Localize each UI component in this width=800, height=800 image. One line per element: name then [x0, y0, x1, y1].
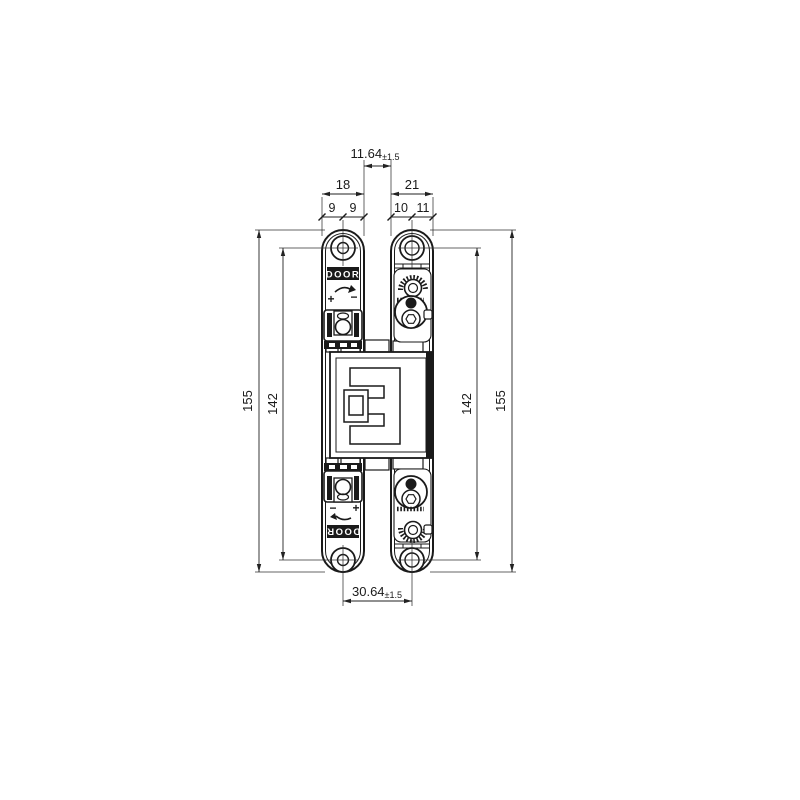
dim-frame-width-text: 21 [405, 177, 419, 192]
frame-plate-top-details [393, 235, 433, 343]
rib [364, 457, 390, 471]
dim-gap: 11.64±1.5 [350, 146, 400, 169]
dim-11: 11 [417, 201, 430, 215]
dim-left-heights: 155 142 [240, 230, 286, 572]
dim-142-right: 142 [459, 393, 474, 415]
minus-icon: − [329, 501, 336, 515]
adjustment-icon-top: + − [327, 285, 358, 306]
clamp-screw-top [323, 309, 363, 349]
dim-span-text: 30.64±1.5 [352, 584, 402, 600]
dim-9-right: 9 [350, 201, 357, 215]
rib [392, 457, 424, 470]
cam-dot [405, 478, 417, 490]
door-plate-top-details: DOOR + − [323, 235, 363, 349]
rib [392, 340, 424, 353]
door-label-plate [327, 525, 359, 538]
door-label-bottom: DOOR [326, 526, 361, 537]
hex-socket-icon [405, 494, 417, 504]
minus-icon: − [350, 290, 357, 304]
plus-icon: + [352, 501, 359, 515]
dim-plate-widths: 18 21 [322, 177, 433, 197]
knurled-dial-icon [398, 520, 433, 543]
screw-icon [334, 318, 352, 336]
dim-10: 10 [394, 201, 408, 215]
square-hole [348, 395, 364, 416]
cam-lock-icon [394, 295, 433, 329]
door-label-top: DOOR [326, 270, 361, 281]
extension-lines [255, 160, 516, 606]
cam-dot [405, 297, 417, 309]
hex-socket-icon [405, 314, 417, 324]
screw-icon [334, 478, 352, 496]
adjustment-icon-bottom: − + [329, 501, 360, 521]
dim-9-left: 9 [329, 201, 336, 215]
knuckle-edge [426, 352, 433, 458]
clamp-screw-bottom [323, 463, 363, 503]
dim-span: 30.64±1.5 [343, 584, 412, 604]
dimension-system: 11.64±1.5 18 21 9 9 10 11 [240, 146, 516, 606]
rib [364, 339, 390, 353]
dim-right-heights: 142 155 [459, 230, 515, 572]
dim-sub-widths: 9 9 10 11 [318, 201, 437, 221]
hinge-drawing: DOOR + − [321, 229, 434, 573]
door-label-plate [327, 267, 359, 280]
dim-155-right: 155 [493, 390, 508, 412]
dim-142-left: 142 [265, 393, 280, 415]
dim-door-width-text: 18 [336, 177, 350, 192]
interlock-linkage [343, 367, 401, 445]
cam-lock-icon [394, 475, 428, 509]
hinge-body [325, 336, 434, 474]
dim-155-left: 155 [240, 390, 255, 412]
dim-gap-text: 11.64±1.5 [350, 146, 399, 162]
plus-icon: + [327, 292, 334, 306]
